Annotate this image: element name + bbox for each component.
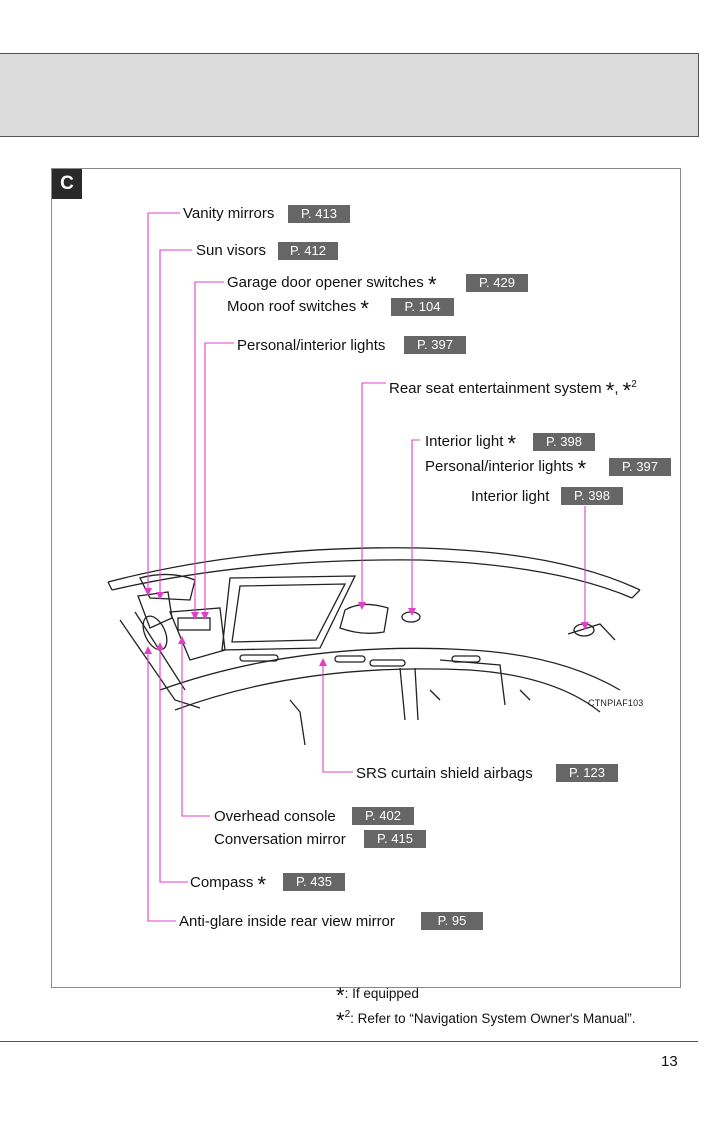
footnote-navigation-manual: *2: Refer to “Navigation System Owner's … <box>336 1008 636 1033</box>
page-ref-garage-door-opener[interactable]: P. 429 <box>466 274 528 292</box>
callout-interior-light-rear: Interior light <box>471 488 550 505</box>
callout-compass: Compass * <box>190 872 267 897</box>
page-ref-interior-light-rear[interactable]: P. 398 <box>561 487 623 505</box>
page-ref-anti-glare-mirror[interactable]: P. 95 <box>421 912 483 930</box>
header-band <box>0 53 699 137</box>
page-ref-sun-visors[interactable]: P. 412 <box>278 242 338 260</box>
callout-personal-interior-lights-front: Personal/interior lights <box>237 337 386 354</box>
footnote-if-equipped: *: If equipped <box>336 983 419 1008</box>
callout-vanity-mirrors: Vanity mirrors <box>183 205 275 222</box>
page-ref-personal-interior-lights-front[interactable]: P. 397 <box>404 336 466 354</box>
page-ref-compass[interactable]: P. 435 <box>283 873 345 891</box>
callout-anti-glare-mirror: Anti-glare inside rear view mirror <box>179 913 395 930</box>
callout-srs-curtain-airbags: SRS curtain shield airbags <box>356 765 533 782</box>
footer-rule <box>0 1041 698 1042</box>
page-ref-personal-interior-lights-middle[interactable]: P. 397 <box>609 458 671 476</box>
figure-frame <box>51 168 681 988</box>
callout-rear-seat-entertainment: Rear seat entertainment system *, *2 <box>389 378 637 403</box>
leader-lines <box>147 212 586 922</box>
page-ref-overhead-console[interactable]: P. 402 <box>352 807 414 825</box>
page-ref-vanity-mirrors[interactable]: P. 413 <box>288 205 350 223</box>
callout-personal-interior-lights-middle: Personal/interior lights * <box>425 456 587 481</box>
callout-overhead-console: Overhead console <box>214 808 336 825</box>
callout-sun-visors: Sun visors <box>196 242 267 259</box>
page-ref-moon-roof-switches[interactable]: P. 104 <box>391 298 454 316</box>
callout-garage-door-opener: Garage door opener switches * <box>227 272 437 297</box>
callout-conversation-mirror: Conversation mirror <box>214 831 346 848</box>
callout-interior-light-middle: Interior light * <box>425 431 517 456</box>
page-ref-srs-curtain-airbags[interactable]: P. 123 <box>556 764 618 782</box>
page-number: 13 <box>661 1053 678 1070</box>
page-ref-conversation-mirror[interactable]: P. 415 <box>364 830 426 848</box>
callout-moon-roof-switches: Moon roof switches * <box>227 296 369 321</box>
headliner-drawing <box>107 547 641 746</box>
leader-arrowheads <box>144 588 589 666</box>
section-tag: C <box>52 169 82 199</box>
page-ref-interior-light-middle[interactable]: P. 398 <box>533 433 595 451</box>
figure-code: CTNPIAF103 <box>588 698 644 708</box>
